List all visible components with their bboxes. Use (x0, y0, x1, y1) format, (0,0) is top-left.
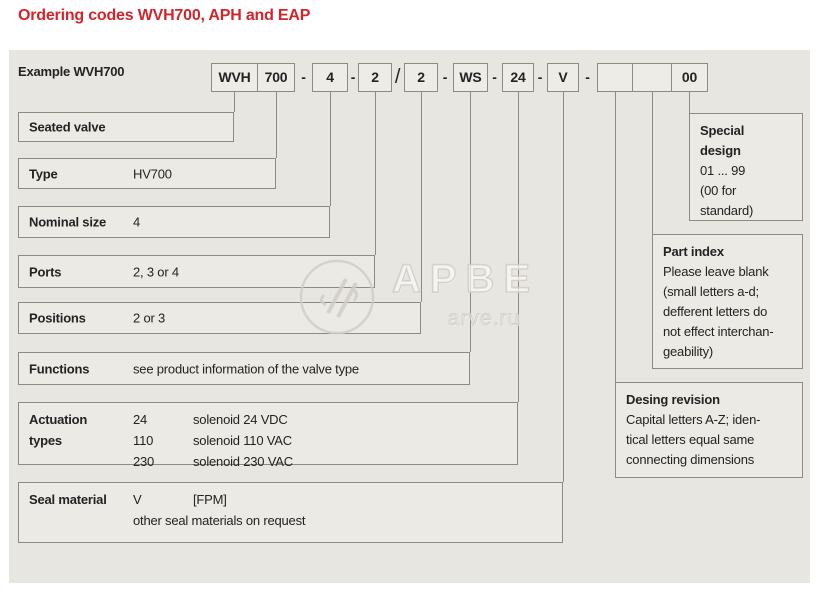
row-value: HV700 (133, 166, 172, 181)
code-separator: - (492, 69, 497, 85)
row-value: see product information of the valve typ… (133, 361, 359, 376)
row-bracket: [FPM] (193, 492, 227, 507)
box-body: 01 ... 99 (00 for standard) (700, 163, 754, 218)
row-note: other seal materials on request (133, 513, 306, 528)
connector-line (421, 92, 422, 302)
code-box-700: 700 (257, 63, 295, 92)
box-title: Special design (700, 123, 745, 158)
row-label: Functions (29, 361, 90, 376)
code-separator-slash: / (394, 66, 401, 88)
row-value: 2 or 3 (133, 310, 166, 326)
connector-line (330, 92, 331, 206)
box-body: Capital letters A-Z; iden- tical letters… (626, 412, 761, 467)
row-ports: Ports 2, 3 or 4 (18, 255, 375, 288)
row-label: Actuation types (29, 412, 88, 448)
connector-line (375, 92, 376, 255)
code-box-ports: 2 (358, 63, 392, 92)
row-functions: Functions see product information of the… (18, 352, 470, 385)
row-actuation-types: Actuation types 24 solenoid 24 VDC 110 s… (18, 402, 518, 469)
row-value: 4 (133, 214, 141, 230)
connector-line (615, 92, 616, 382)
code-box-actuation: 24 (502, 63, 534, 92)
row-label: Nominal size (29, 214, 107, 230)
row-value: 2, 3 or 4 (133, 264, 179, 279)
watermark: АРВЕ arve.ru (298, 255, 548, 339)
connector-line (689, 92, 690, 113)
option-desc: solenoid 230 VAC (193, 454, 293, 469)
row-label: Type (29, 166, 58, 181)
row-seated-valve: Seated valve (18, 112, 234, 142)
code-separator: - (301, 69, 306, 85)
option-code: 24 (133, 412, 148, 427)
box-special-design: Special design 01 ... 99 (00 for standar… (689, 113, 803, 221)
row-type: Type HV700 (18, 158, 276, 189)
code-box-wvh: WVH (211, 63, 258, 92)
option-desc: solenoid 110 VAC (193, 433, 292, 448)
page-title: Ordering codes WVH700, APH and EAP (18, 7, 311, 24)
box-design-revision: Desing revision Capital letters A-Z; ide… (615, 382, 803, 478)
connector-line (470, 92, 471, 352)
code-box-special-design: 00 (671, 63, 708, 92)
option-desc: solenoid 24 VDC (193, 412, 288, 427)
code-box-design-revision-blank (597, 63, 633, 92)
box-title: Desing revision (626, 392, 720, 407)
connector-line (652, 92, 653, 234)
code-separator: - (442, 69, 448, 85)
box-body: Please leave blank (small letters a-d; d… (663, 264, 774, 359)
row-value: V (133, 492, 142, 507)
watermark-logo-icon (299, 259, 375, 335)
row-label: Seal material (29, 492, 107, 507)
connector-line (563, 92, 564, 482)
row-nominal-size: Nominal size 4 (18, 206, 330, 238)
connector-line (518, 92, 519, 402)
option-code: 110 (133, 433, 154, 448)
connector-line (276, 92, 277, 158)
code-separator: - (585, 69, 590, 85)
code-box-part-index-blank (632, 63, 672, 92)
box-part-index: Part index Please leave blank (small let… (652, 234, 803, 369)
code-box-functions: WS (453, 63, 488, 92)
code-separator: - (350, 69, 356, 85)
box-title: Part index (663, 244, 724, 259)
code-box-nominal-size: 4 (312, 63, 348, 92)
code-box-positions: 2 (404, 63, 438, 92)
row-label: Positions (29, 310, 86, 326)
row-positions: Positions 2 or 3 (18, 302, 421, 334)
code-box-seal: V (547, 63, 579, 92)
watermark-url: arve.ru (447, 307, 521, 331)
row-label: Seated valve (29, 119, 106, 135)
row-seal-material: Seal material V [FPM] other seal materia… (18, 482, 563, 543)
row-label: Ports (29, 264, 62, 279)
watermark-text: АРВЕ (391, 256, 540, 302)
option-code: 230 (133, 454, 155, 469)
example-label: Example WVH700 (18, 64, 125, 79)
code-separator: - (537, 69, 543, 85)
connector-line (234, 92, 235, 112)
